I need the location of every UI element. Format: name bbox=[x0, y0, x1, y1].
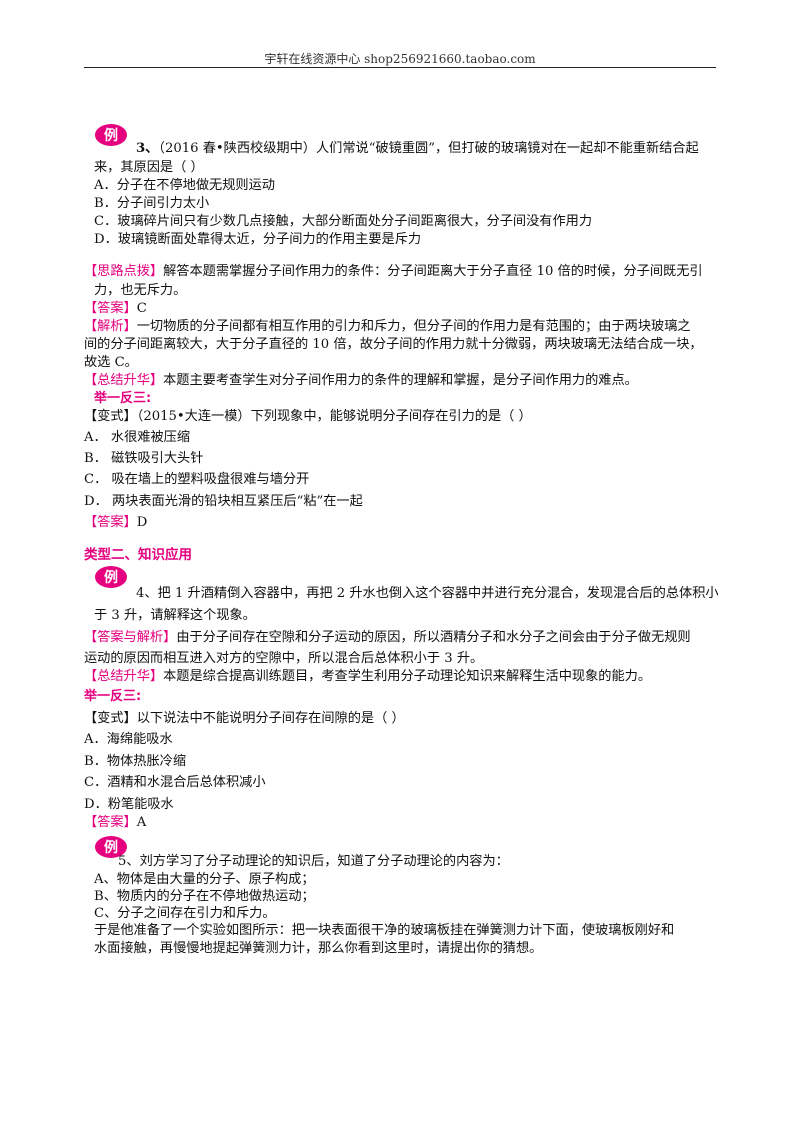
answer-tag: 【答案】 bbox=[84, 301, 137, 316]
q4-summary: 【总结升华】本题是综合提高训练题目，考查学生利用分子动理论知识来解释生活中现象的… bbox=[84, 668, 651, 686]
q4-answer-analysis: 【答案与解析】由于分子间存在空隙和分子运动的原因，所以酒精分子和水分子之间会由于… bbox=[84, 629, 691, 647]
q4-variant-option-b: B．物体热胀冷缩 bbox=[84, 754, 187, 769]
q3-variant-option-c: C． 吸在墙上的塑料吸盘很难与墙分开 bbox=[84, 472, 310, 487]
answer-analysis-text: 由于分子间存在空隙和分子运动的原因，所以酒精分子和水分子之间会由于分子做无规则 bbox=[176, 630, 691, 645]
answer-value: C bbox=[136, 301, 147, 316]
q4-line1: 4、把 1 升酒精倒入容器中，再把 2 升水也倒入这个容器中并进行充分混合，发现… bbox=[136, 586, 719, 601]
q5-item-b: B、物质内的分子在不停地做热运动； bbox=[94, 889, 315, 904]
q3-analysis: 【解析】一切物质的分子间都有相互作用的引力和斥力，但分子间的作用力是有范围的；由… bbox=[84, 318, 691, 336]
answer-analysis-tag: 【答案与解析】 bbox=[84, 630, 177, 645]
q4-variant-option-a: A．海绵能吸水 bbox=[84, 732, 173, 747]
q3-variant-option-d: D． 两块表面光滑的铅块相互紧压后“粘”在一起 bbox=[84, 494, 363, 509]
summary-text: 本题是综合提高训练题目，考查学生利用分子动理论知识来解释生活中现象的能力。 bbox=[163, 669, 652, 684]
page-header: 宇轩在线资源中心 shop256921660.taobao.com bbox=[264, 52, 536, 66]
q3-number: 3、 bbox=[136, 141, 159, 156]
q3-option-c: C．玻璃碎片间只有少数几点接触，大部分断面处分子间距离很大，分子间没有作用力 bbox=[94, 214, 593, 229]
q4-variant-option-d: D．粉笔能吸水 bbox=[84, 797, 174, 812]
badge-label: 例 bbox=[104, 839, 118, 856]
q4-line2: 于 3 升，请解释这个现象。 bbox=[94, 608, 256, 623]
example-badge-icon: 例 bbox=[95, 836, 127, 858]
q5-line-a: 于是他准备了一个实验如图所示：把一块表面很干净的玻璃板挂在弹簧测力计下面，使玻璃… bbox=[94, 923, 675, 938]
q3-analysis-line3: 故选 C。 bbox=[84, 355, 138, 370]
q3-hint: 【思路点拨】解答本题需掌握分子间作用力的条件：分子间距离大于分子直径 10 倍的… bbox=[84, 263, 703, 281]
q3-line2: 来，其原因是（ ） bbox=[94, 160, 204, 175]
q3-practice-heading: 举一反三: bbox=[94, 391, 152, 406]
q3-variant-option-b: B． 磁铁吸引大头针 bbox=[84, 451, 204, 466]
q3-stem: （2016 春•陕西校级期中）人们常说“破镜重圆”，但打破的玻璃镜对在一起却不能… bbox=[158, 141, 699, 156]
q3-variant-answer: 【答案】D bbox=[84, 514, 147, 532]
q4-variant-answer: 【答案】A bbox=[84, 814, 146, 832]
q3-option-d: D．玻璃镜断面处靠得太近，分子间力的作用主要是斥力 bbox=[94, 232, 422, 247]
section-title: 类型二、知识应用 bbox=[84, 547, 192, 563]
q4-practice-heading: 举一反三: bbox=[84, 689, 142, 704]
q3-hint-line2: 力，也无斥力。 bbox=[94, 283, 187, 298]
summary-text: 本题主要考查学生对分子间作用力的条件的理解和掌握，是分子间作用力的难点。 bbox=[163, 373, 638, 388]
example-badge-icon: 例 bbox=[95, 566, 127, 588]
q3-option-b: B．分子间引力太小 bbox=[94, 196, 210, 211]
hint-tag: 【思路点拨】 bbox=[84, 264, 164, 279]
variant-answer-tag: 【答案】 bbox=[84, 815, 137, 830]
q3-variant: 【变式】（2015•大连一模）下列现象中，能够说明分子间存在引力的是（ ） bbox=[84, 409, 532, 424]
analysis-tag: 【解析】 bbox=[84, 319, 137, 334]
q3-answer: 【答案】C bbox=[84, 300, 147, 318]
q4-answer-analysis-line2: 运动的原因而相互进入对方的空隙中，所以混合后总体积小于 3 升。 bbox=[84, 651, 484, 666]
variant-answer-value: D bbox=[136, 515, 148, 530]
q3-summary: 【总结升华】本题主要考查学生对分子间作用力的条件的理解和掌握，是分子间作用力的难… bbox=[84, 372, 638, 390]
badge-label: 例 bbox=[104, 569, 118, 586]
q3-analysis-line2: 间的分子间距离较大，大于分子直径的 10 倍，故分子间的作用力就十分微弱，两块玻… bbox=[84, 337, 703, 352]
header-rule bbox=[84, 67, 716, 68]
example-badge-icon: 例 bbox=[95, 124, 127, 146]
summary-tag: 【总结升华】 bbox=[84, 669, 164, 684]
analysis-text: 一切物质的分子间都有相互作用的引力和斥力，但分子间的作用力是有范围的；由于两块玻… bbox=[136, 319, 691, 334]
q3-variant-option-a: A． 水很难被压缩 bbox=[84, 430, 191, 445]
hint-text: 解答本题需掌握分子间作用力的条件：分子间距离大于分子直径 10 倍的时候，分子间… bbox=[163, 264, 703, 279]
q5-line-b: 水面接触，再慢慢地提起弹簧测力计，那么你看到这里时，请提出你的猜想。 bbox=[94, 941, 543, 956]
q4-variant-option-c: C．酒精和水混合后总体积减小 bbox=[84, 775, 266, 790]
q4-variant: 【变式】以下说法中不能说明分子间存在间隙的是（ ） bbox=[84, 711, 405, 726]
q5-item-c: C、分子之间存在引力和斥力。 bbox=[94, 906, 276, 921]
badge-label: 例 bbox=[104, 127, 118, 144]
variant-answer-value: A bbox=[136, 815, 147, 830]
q5-line1: 5、刘方学习了分子动理论的知识后，知道了分子动理论的内容为： bbox=[118, 854, 509, 869]
summary-tag: 【总结升华】 bbox=[84, 373, 164, 388]
variant-answer-tag: 【答案】 bbox=[84, 515, 137, 530]
q3-option-a: A．分子在不停地做无规则运动 bbox=[94, 178, 275, 193]
q3-line1: 3、（2016 春•陕西校级期中）人们常说“破镜重圆”，但打破的玻璃镜对在一起却… bbox=[136, 140, 699, 158]
q5-item-a: A、物体是由大量的分子、原子构成； bbox=[94, 872, 315, 887]
